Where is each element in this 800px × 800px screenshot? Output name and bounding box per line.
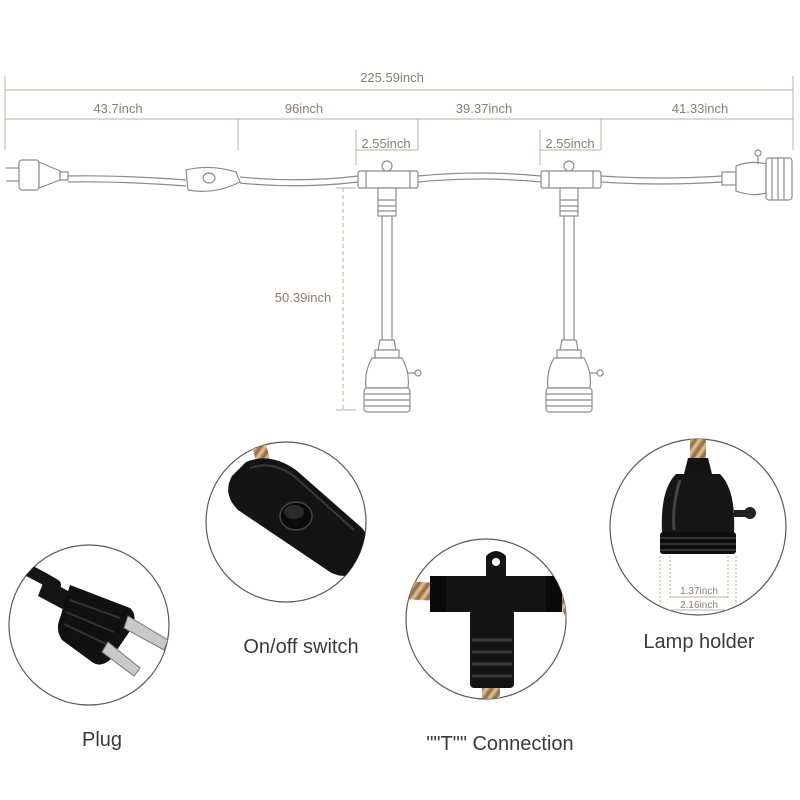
- holder-dimension-lines: [659, 556, 737, 612]
- tee-1-width-label: 2.55inch: [361, 136, 410, 151]
- tee-caption: ""T"" Connection: [426, 733, 573, 755]
- holder-inner-diameter-label: 1.37inch: [680, 586, 718, 597]
- dimension-lines: [4, 76, 794, 411]
- switch-photo-icon: [228, 458, 366, 576]
- tee-connector-2-outline-icon: [540, 160, 602, 217]
- lamp-holder-1-outline-icon: [363, 339, 422, 413]
- tee-detail: ""T"" Connection: [405, 538, 574, 755]
- plug-detail: Plug: [8, 544, 170, 751]
- tee-photo-icon: [430, 551, 562, 688]
- segment-4-label: 41.33inch: [672, 101, 728, 116]
- tee-2-width-label: 2.55inch: [545, 136, 594, 151]
- total-length-label: 225.59inch: [360, 70, 424, 85]
- lamp-holder-photo-icon: [660, 458, 756, 554]
- plug-photo-icon: [57, 585, 169, 677]
- holder-outer-diameter-label: 2.16inch: [680, 600, 718, 611]
- drop-length-label: 50.39inch: [275, 290, 331, 305]
- plug-outline-icon: [6, 159, 69, 191]
- switch-caption: On/off switch: [243, 636, 358, 658]
- end-lamp-holder-outline-icon: [721, 149, 793, 201]
- lamp-holder-2-outline-icon: [545, 339, 604, 413]
- segment-1-label: 43.7inch: [93, 101, 142, 116]
- plug-caption: Plug: [82, 729, 122, 751]
- lamp-holder-caption: Lamp holder: [643, 631, 755, 653]
- tee-connector-1-outline-icon: [357, 160, 419, 217]
- lamp-holder-detail: 1.37inch 2.16inch Lamp holder: [609, 438, 787, 653]
- cord-drawing: [6, 149, 793, 413]
- switch-detail: On/off switch: [205, 441, 367, 658]
- dimension-labels: 225.59inch 43.7inch 96inch 39.37inch 41.…: [93, 70, 728, 305]
- switch-outline-icon: [185, 166, 241, 192]
- segment-2-label: 96inch: [285, 101, 323, 116]
- segment-3-label: 39.37inch: [456, 101, 512, 116]
